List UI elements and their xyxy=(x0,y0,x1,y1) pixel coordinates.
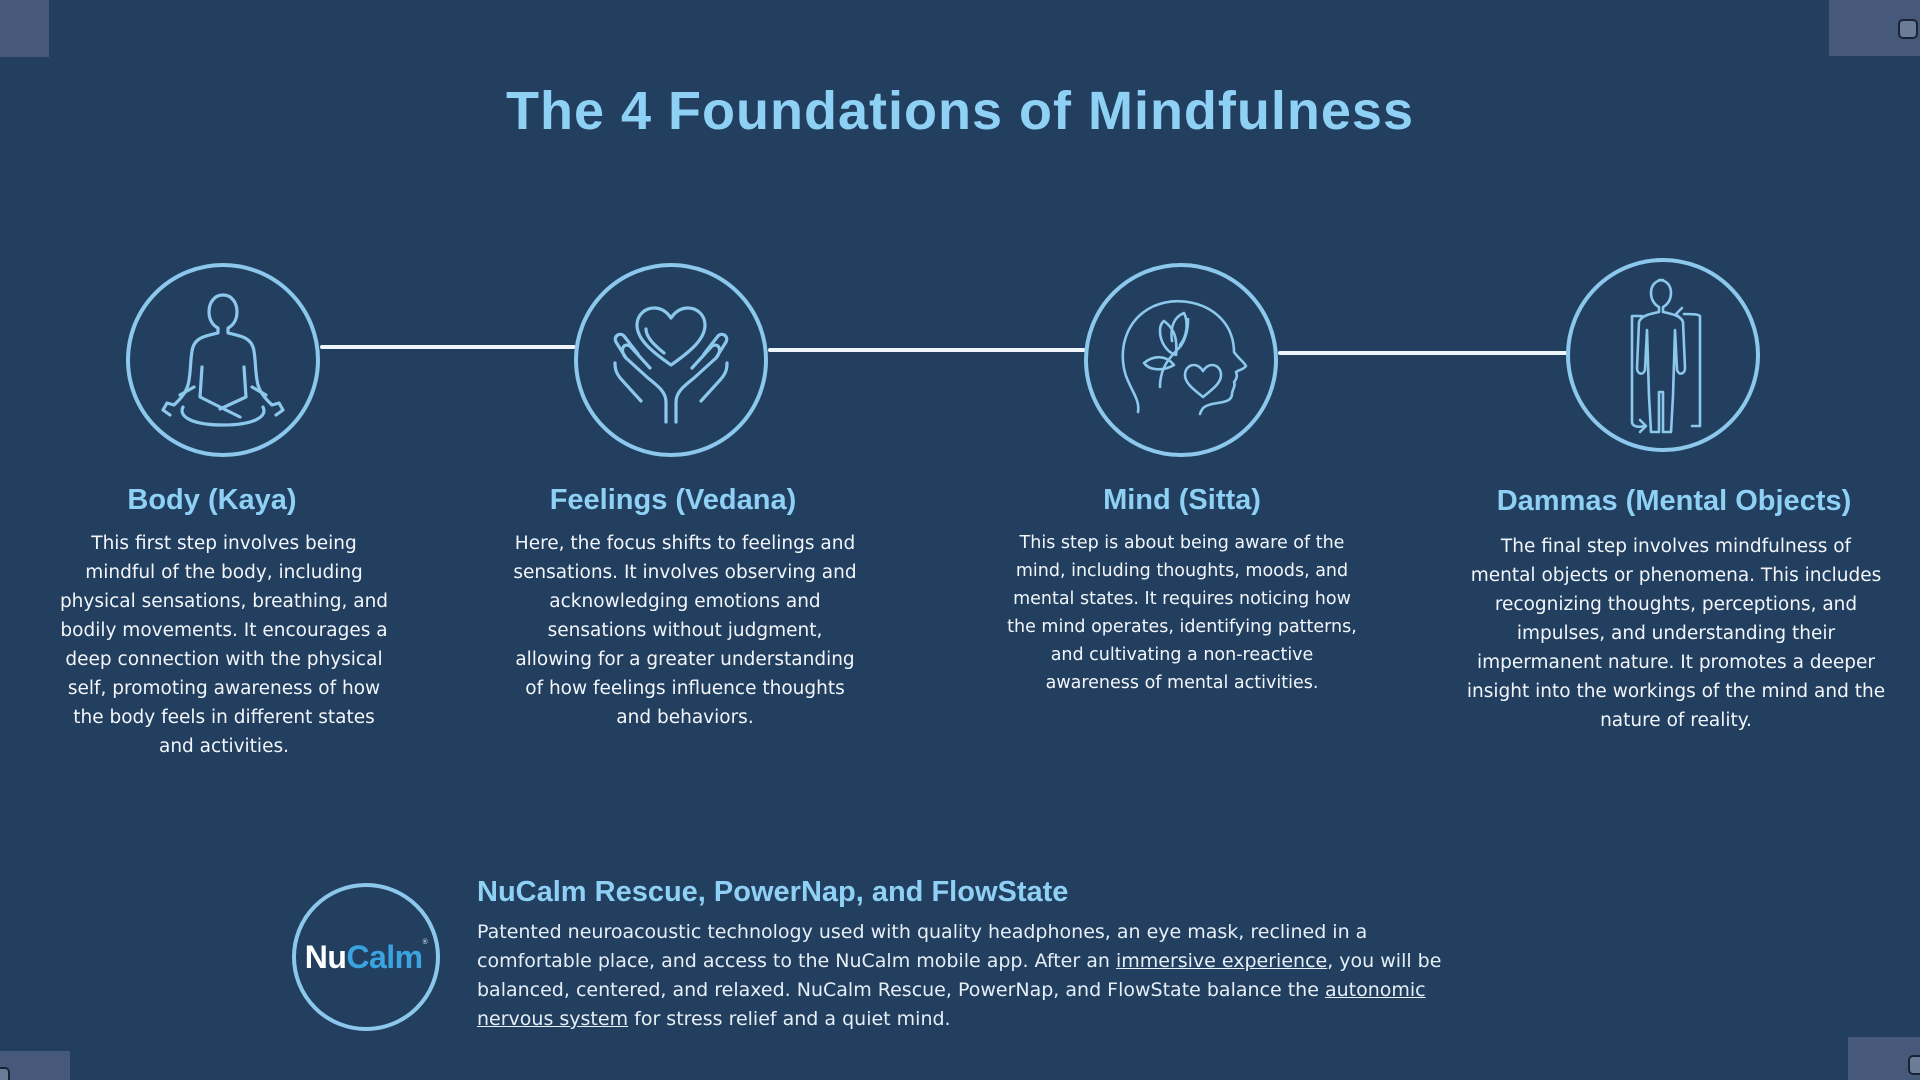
corner-tab-top-right[interactable] xyxy=(1829,0,1920,56)
page-title: The 4 Foundations of Mindfulness xyxy=(506,81,1414,141)
foundation-text-feelings: Here, the focus shifts to feelings and s… xyxy=(513,533,857,728)
connector-line xyxy=(1278,351,1568,355)
meditation-icon xyxy=(161,293,285,427)
head-leaves-heart-icon xyxy=(1121,299,1248,416)
logo-registered-mark: ® xyxy=(422,938,428,946)
promo-text-part: , you will be balanced, centered, and re… xyxy=(477,950,1442,1001)
foundation-text-dammas: The final step involves mindfulness of m… xyxy=(1466,536,1886,731)
promo-text-part: for stress relief and a quiet mind. xyxy=(628,1008,951,1030)
image-edit-icon[interactable] xyxy=(0,1067,10,1080)
foundation-icon-feelings xyxy=(574,263,768,457)
body-cycle-icon xyxy=(1630,278,1702,434)
foundation-title-body: Body (Kaya) xyxy=(127,484,297,516)
nucalm-logo: NuCalm® xyxy=(292,883,440,1031)
foundation-text-mind: This step is about being aware of the mi… xyxy=(1007,533,1357,693)
corner-tab-bottom-left xyxy=(0,1051,70,1080)
foundation-title-feelings: Feelings (Vedana) xyxy=(549,484,797,516)
foundation-icon-body xyxy=(126,263,320,457)
logo-nu: Nu xyxy=(304,938,347,975)
connector-line xyxy=(768,348,1086,352)
image-edit-icon[interactable] xyxy=(1908,1055,1920,1075)
logo-calm: Calm xyxy=(346,938,423,975)
promo-title: NuCalm Rescue, PowerNap, and FlowState xyxy=(477,876,1069,908)
connector-line xyxy=(320,345,576,349)
foundation-icon-mind xyxy=(1084,263,1278,457)
corner-tab-bottom-right[interactable] xyxy=(1848,1037,1920,1080)
foundation-text-body: This first step involves being mindful o… xyxy=(59,533,389,757)
autonomic-nervous-system-link[interactable]: autonomic nervous system xyxy=(477,979,1426,1030)
image-edit-icon[interactable] xyxy=(1898,19,1918,39)
foundation-title-dammas: Dammas (Mental Objects) xyxy=(1496,485,1852,517)
immersive-experience-link[interactable]: immersive experience xyxy=(1115,950,1328,972)
nucalm-logo-text: NuCalm® xyxy=(305,939,428,976)
foundation-icon-dammas xyxy=(1566,258,1760,452)
promo-description: Patented neuroacoustic technology used w… xyxy=(477,918,1457,1034)
promo-text-part: Patented neuroacoustic technology used w… xyxy=(477,921,1368,972)
corner-tab-top-left xyxy=(0,0,49,57)
hands-heart-icon xyxy=(613,306,729,424)
foundation-title-mind: Mind (Sitta) xyxy=(1103,484,1261,516)
